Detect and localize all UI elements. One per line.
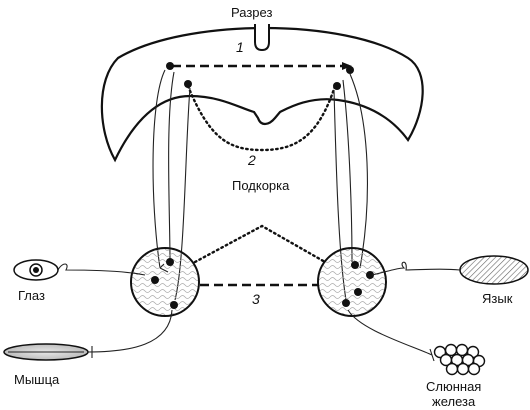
right-nucleus-neuron-3 [342, 299, 350, 307]
tongue-icon [459, 255, 529, 285]
muscle-nerve [87, 309, 173, 358]
path-number-3: 3 [252, 291, 260, 307]
tongue-nerve [371, 261, 461, 276]
path-number-2: 2 [247, 152, 256, 168]
cut-label: Разрез [231, 5, 272, 20]
subcortical-loop-2 [186, 84, 337, 152]
cortical-neuron-right-2 [333, 82, 341, 90]
left-nucleus-neuron-1 [166, 258, 174, 266]
right-nucleus-neuron-2 [366, 271, 374, 279]
left-fiber-1 [152, 69, 166, 269]
nucleus-dotted-link [193, 224, 327, 264]
salivary-gland-label-1: Слюнная [426, 379, 481, 394]
cortical-neuron-right-1 [346, 66, 354, 74]
eye-pupil-icon [33, 267, 39, 273]
right-fiber-1 [349, 73, 368, 269]
eye-nerve [57, 263, 146, 276]
path-number-1: 1 [236, 39, 244, 55]
arrowhead [342, 62, 352, 70]
cortex-shape [100, 26, 424, 163]
right-fiber-2 [342, 79, 353, 263]
salivary-nerve [347, 309, 435, 362]
left-nucleus-neuron-3 [170, 301, 178, 309]
salivary-gland-label-2: железа [432, 394, 476, 409]
cut-notch [254, 24, 270, 52]
muscle-label: Мышца [14, 372, 60, 387]
left-nucleus [130, 247, 200, 317]
eye-label: Глаз [18, 288, 45, 303]
right-nucleus [317, 247, 387, 317]
cortical-neuron-left-2 [184, 80, 192, 88]
salivary-gland-icon [433, 343, 486, 376]
tongue-label: Язык [482, 291, 513, 306]
left-fiber-2 [168, 71, 175, 263]
right-nucleus-neuron-1 [351, 261, 359, 269]
subcortex-label: Подкорка [232, 178, 290, 193]
cortical-neuron-left-1 [166, 62, 174, 70]
right-nucleus-neuron-4 [354, 288, 362, 296]
left-synapse [159, 263, 169, 273]
left-nucleus-neuron-2 [151, 276, 159, 284]
